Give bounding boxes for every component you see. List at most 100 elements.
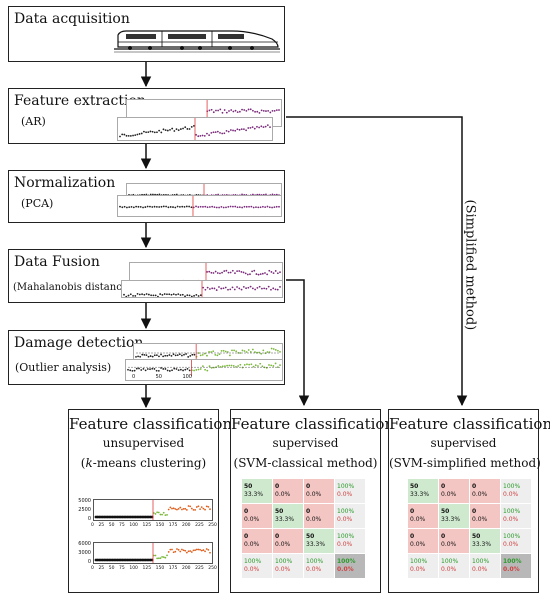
series-point: [165, 205, 167, 208]
series-point: [192, 549, 195, 552]
series-point: [225, 269, 228, 272]
series-point: [267, 285, 270, 288]
series-point: [133, 369, 136, 372]
series-point: [168, 370, 171, 372]
series-point: [240, 288, 243, 291]
series-point: [188, 294, 191, 297]
series-point: [255, 206, 257, 209]
series-point: [156, 511, 159, 514]
series-point: [149, 355, 152, 357]
series-point: [256, 110, 259, 113]
series-point: [214, 353, 217, 356]
series-point: [206, 271, 208, 273]
series-point: [158, 206, 161, 208]
matrix-cell: 100%0.0%: [334, 553, 366, 579]
series-point: [178, 353, 181, 356]
series-point: [227, 130, 230, 133]
series-point: [232, 129, 234, 132]
series-point: [169, 506, 172, 509]
series-point: [135, 205, 138, 208]
series-point: [251, 270, 254, 273]
series-point: [145, 354, 148, 357]
series-point: [135, 355, 137, 358]
series-point: [250, 363, 253, 366]
series-point: [225, 206, 227, 209]
series-point: [160, 205, 163, 208]
series-point: [199, 368, 202, 370]
series-point: [275, 205, 278, 208]
series-point: [260, 109, 263, 112]
series-point: [175, 293, 177, 296]
series-point: [201, 365, 204, 368]
series-point: [273, 206, 276, 209]
series-point: [171, 127, 174, 130]
series-point: [192, 509, 195, 511]
series-point: [257, 365, 259, 367]
series-point: [189, 354, 192, 357]
series-point: [208, 365, 211, 368]
series-point: [249, 273, 251, 276]
output-unsupervised: Feature classification unsupervised (k-m…: [68, 409, 232, 593]
series-point: [201, 353, 204, 356]
series-point: [146, 368, 149, 370]
series-point: [169, 548, 172, 551]
series-point: [208, 270, 211, 273]
series-point: [194, 549, 197, 552]
series-point: [172, 293, 175, 296]
series-point: [241, 108, 243, 111]
series-point: [134, 295, 137, 297]
matrix-cell: 100%0.0%: [500, 478, 532, 504]
series-point: [153, 131, 156, 134]
series-point: [242, 271, 245, 274]
series-point: [218, 353, 221, 356]
series-point: [265, 110, 267, 112]
series-point: [160, 367, 162, 369]
series-point: [226, 351, 229, 353]
series-point: [188, 205, 191, 208]
series-point: [258, 285, 261, 288]
series-point: [164, 354, 167, 357]
series-point: [219, 272, 221, 275]
series-point: [172, 353, 175, 356]
matrix-cell: 100%0.0%: [303, 553, 335, 579]
series-point: [172, 507, 175, 510]
series-point: [155, 205, 158, 208]
series-point: [225, 129, 228, 132]
series-point: [230, 109, 233, 111]
series-point: [130, 205, 133, 208]
series-point: [242, 285, 245, 288]
series-point: [140, 369, 143, 371]
series-point: [160, 131, 163, 134]
series-point: [210, 351, 213, 353]
series-point: [206, 354, 208, 357]
series-point: [221, 271, 223, 274]
series-point: [206, 369, 209, 372]
series-point: [129, 369, 132, 372]
series-point: [223, 270, 226, 272]
series-point: [217, 109, 220, 112]
series-point: [179, 506, 182, 509]
matrix-cell: 100%0.0%: [334, 503, 366, 529]
series-point: [157, 369, 160, 372]
series-point: [126, 206, 128, 209]
output-method: (SVM-classical method): [233, 456, 378, 470]
series-point: [158, 193, 161, 196]
series-point: [136, 292, 139, 295]
series-point: [136, 133, 139, 136]
series-point: [128, 206, 131, 209]
series-point: [141, 353, 144, 356]
series-point: [174, 550, 177, 553]
series-point: [274, 349, 277, 351]
series-point: [246, 363, 248, 366]
series-point: [249, 126, 252, 129]
series-point: [132, 294, 134, 297]
series-point: [184, 368, 187, 371]
series-point: [125, 134, 128, 137]
series-point: [245, 205, 248, 208]
